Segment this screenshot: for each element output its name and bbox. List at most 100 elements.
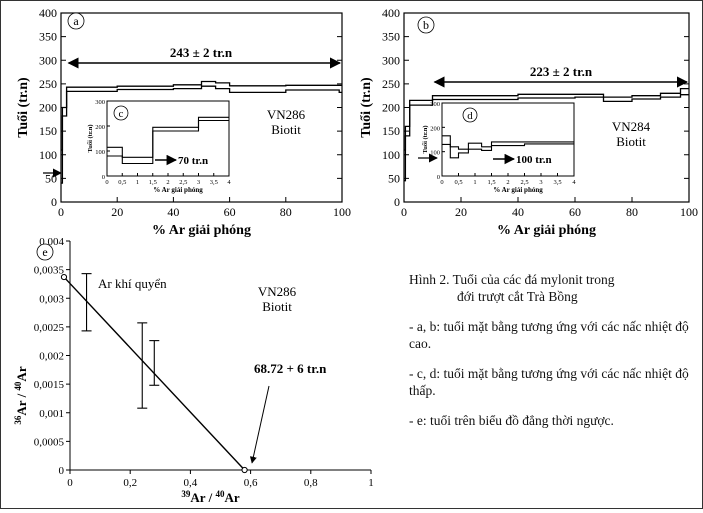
x-tick-label: 0,8 <box>304 477 318 489</box>
plateau-age-label: 223 ± 2 tr.n <box>530 64 593 79</box>
inset-x-tick-label: 3,5 <box>553 179 561 186</box>
x-tick-label: 20 <box>111 205 123 219</box>
y-tick-label: 200 <box>382 101 400 115</box>
inset-y-tick-label: 0 <box>437 174 440 181</box>
inset-x-axis-label: % Ar giải phóng <box>153 186 203 194</box>
inset-badge-circle <box>462 107 478 123</box>
caption-item-e: - e: tuổi trên biểu đồ đẳng thời ngược. <box>409 413 614 428</box>
inset-x-tick-label: 2,5 <box>520 179 528 186</box>
x-tick-label: 40 <box>167 205 179 219</box>
x-tick-label: 1 <box>368 477 374 489</box>
x-tick-label: 0,2 <box>123 477 137 489</box>
x-tick-label: 0 <box>58 205 64 219</box>
inset-x-tick-label: 0 <box>105 179 108 186</box>
y-axis-label: Tuổi (tr.n) <box>359 77 374 138</box>
x-tick-label: 40 <box>512 205 524 219</box>
mineral-label: Biotit <box>262 299 292 314</box>
x-tick-label: 80 <box>280 205 292 219</box>
inset-y-axis-label: Tuổi (tr.n) <box>422 125 429 153</box>
inset-x-tick-label: 2,5 <box>179 179 187 186</box>
chart-panel-e: 0 0,0005 0,001 0,0015 0,002 0,0025 0,003 0,0035… <box>13 236 374 505</box>
x-tick-label: 80 <box>626 205 638 219</box>
caption-item-cd: - c, d: tuổi mặt bằng tương ứng với các … <box>409 366 689 398</box>
y-tick-label: 150 <box>39 124 57 138</box>
x-axis-label: % Ar giải phóng <box>497 223 596 238</box>
y-tick-label: 350 <box>382 30 400 44</box>
panel-badge-label: b <box>423 18 429 32</box>
inset-x-tick-label: 1,5 <box>487 179 495 186</box>
inset-y-axis-label: Tuổi (tr.n) <box>87 124 94 152</box>
inset-x-tick-label: 2 <box>506 179 509 186</box>
sample-label: VN286 <box>267 107 306 122</box>
caption-title-line-2: đới trượt cắt Trà Bồng <box>457 289 578 304</box>
y-tick-label: 300 <box>39 53 57 67</box>
inset-x-tick-label: 1 <box>136 179 139 186</box>
y-tick-label: 50 <box>388 171 400 185</box>
inset-x-tick-label: 3,5 <box>210 179 218 186</box>
panel-badge-circle <box>36 243 54 261</box>
inset-y-tick-label: 200 <box>95 124 105 131</box>
x-tick-label: 100 <box>333 205 351 219</box>
inset-y-tick-label: 300 <box>95 99 105 106</box>
y-tick-label: 0,002 <box>39 351 64 363</box>
age-spectrum-lower-b <box>404 94 689 182</box>
caption-title-line-1: Hình 2. Tuổi của các đá mylonit trong <box>409 272 615 287</box>
x-axis-label: 39Ar / 40Ar <box>181 489 239 505</box>
y-tick-label: 150 <box>382 124 400 138</box>
inset-age-label: 70 tr.n <box>178 155 208 167</box>
atmospheric-ar-label: Ar khí quyển <box>98 276 167 291</box>
y-tick-label: 400 <box>382 6 400 20</box>
y-tick-label: 0,001 <box>39 408 64 420</box>
x-tick-label: 0 <box>67 477 73 489</box>
isochron-age-arrow <box>249 385 270 464</box>
x-tick-label: 100 <box>680 205 698 219</box>
y-tick-label: 350 <box>39 30 57 44</box>
y-tick-label: 250 <box>382 77 400 91</box>
inset-badge-label: d <box>467 110 473 122</box>
y-tick-label: 300 <box>382 53 400 67</box>
inset-badge-label: c <box>119 108 124 120</box>
mineral-label: Biotit <box>271 122 301 137</box>
inset-age-label: 100 tr.n <box>516 154 552 166</box>
y-axis-label: Tuổi (tr.n) <box>16 77 31 138</box>
inset-x-tick-label: 1,5 <box>149 179 157 186</box>
figure-caption: Hình 2. Tuổi của các đá mylonit trong đớ… <box>409 271 699 429</box>
sample-label: VN284 <box>612 119 651 134</box>
inset-y-tick-label: 100 <box>430 150 440 157</box>
isochron-age-label: 68.72 + 6 tr.n <box>254 361 327 376</box>
isochron-point-1 <box>241 466 248 474</box>
inset-x-tick-label: 1 <box>473 179 476 186</box>
caption-item-ab: - a, b: tuổi mặt bằng tương ứng với các … <box>409 319 689 351</box>
y-tick-label: 0,0035 <box>34 265 65 277</box>
inset-x-tick-label: 3 <box>539 179 542 186</box>
inset-spectrum-lower <box>442 143 574 159</box>
inset-plot-area <box>441 102 575 177</box>
x-tick-label: 20 <box>455 205 467 219</box>
inset-x-axis-label: % Ar giải phóng <box>493 186 543 194</box>
y-tick-label: 0 <box>51 195 57 209</box>
x-tick-label: 0,6 <box>244 477 258 489</box>
y-tick-label: 0,0015 <box>34 379 65 391</box>
y-tick-label: 0 <box>394 195 400 209</box>
sample-label: VN286 <box>258 284 297 299</box>
y-tick-label: 0,003 <box>39 293 64 305</box>
x-axis-label: % Ar giải phóng <box>152 223 251 238</box>
panel-badge-circle <box>417 16 435 34</box>
y-tick-label: 250 <box>39 77 57 91</box>
inset-spectrum-lower <box>107 119 229 165</box>
age-spectrum-lower-a <box>61 85 342 184</box>
inset-x-tick-label: 0,5 <box>454 179 462 186</box>
y-tick-label: 0 <box>59 465 65 477</box>
panel-badge-label: a <box>73 14 79 28</box>
isochron-point-0 <box>60 273 68 281</box>
inset-y-tick-label: 100 <box>95 149 105 156</box>
y-tick-label: 0,0005 <box>34 436 65 448</box>
y-tick-label: 400 <box>39 6 57 20</box>
panel-badge-label: e <box>42 245 47 259</box>
y-tick-label: 0,0025 <box>34 322 65 334</box>
inset-badge-circle <box>113 105 129 121</box>
